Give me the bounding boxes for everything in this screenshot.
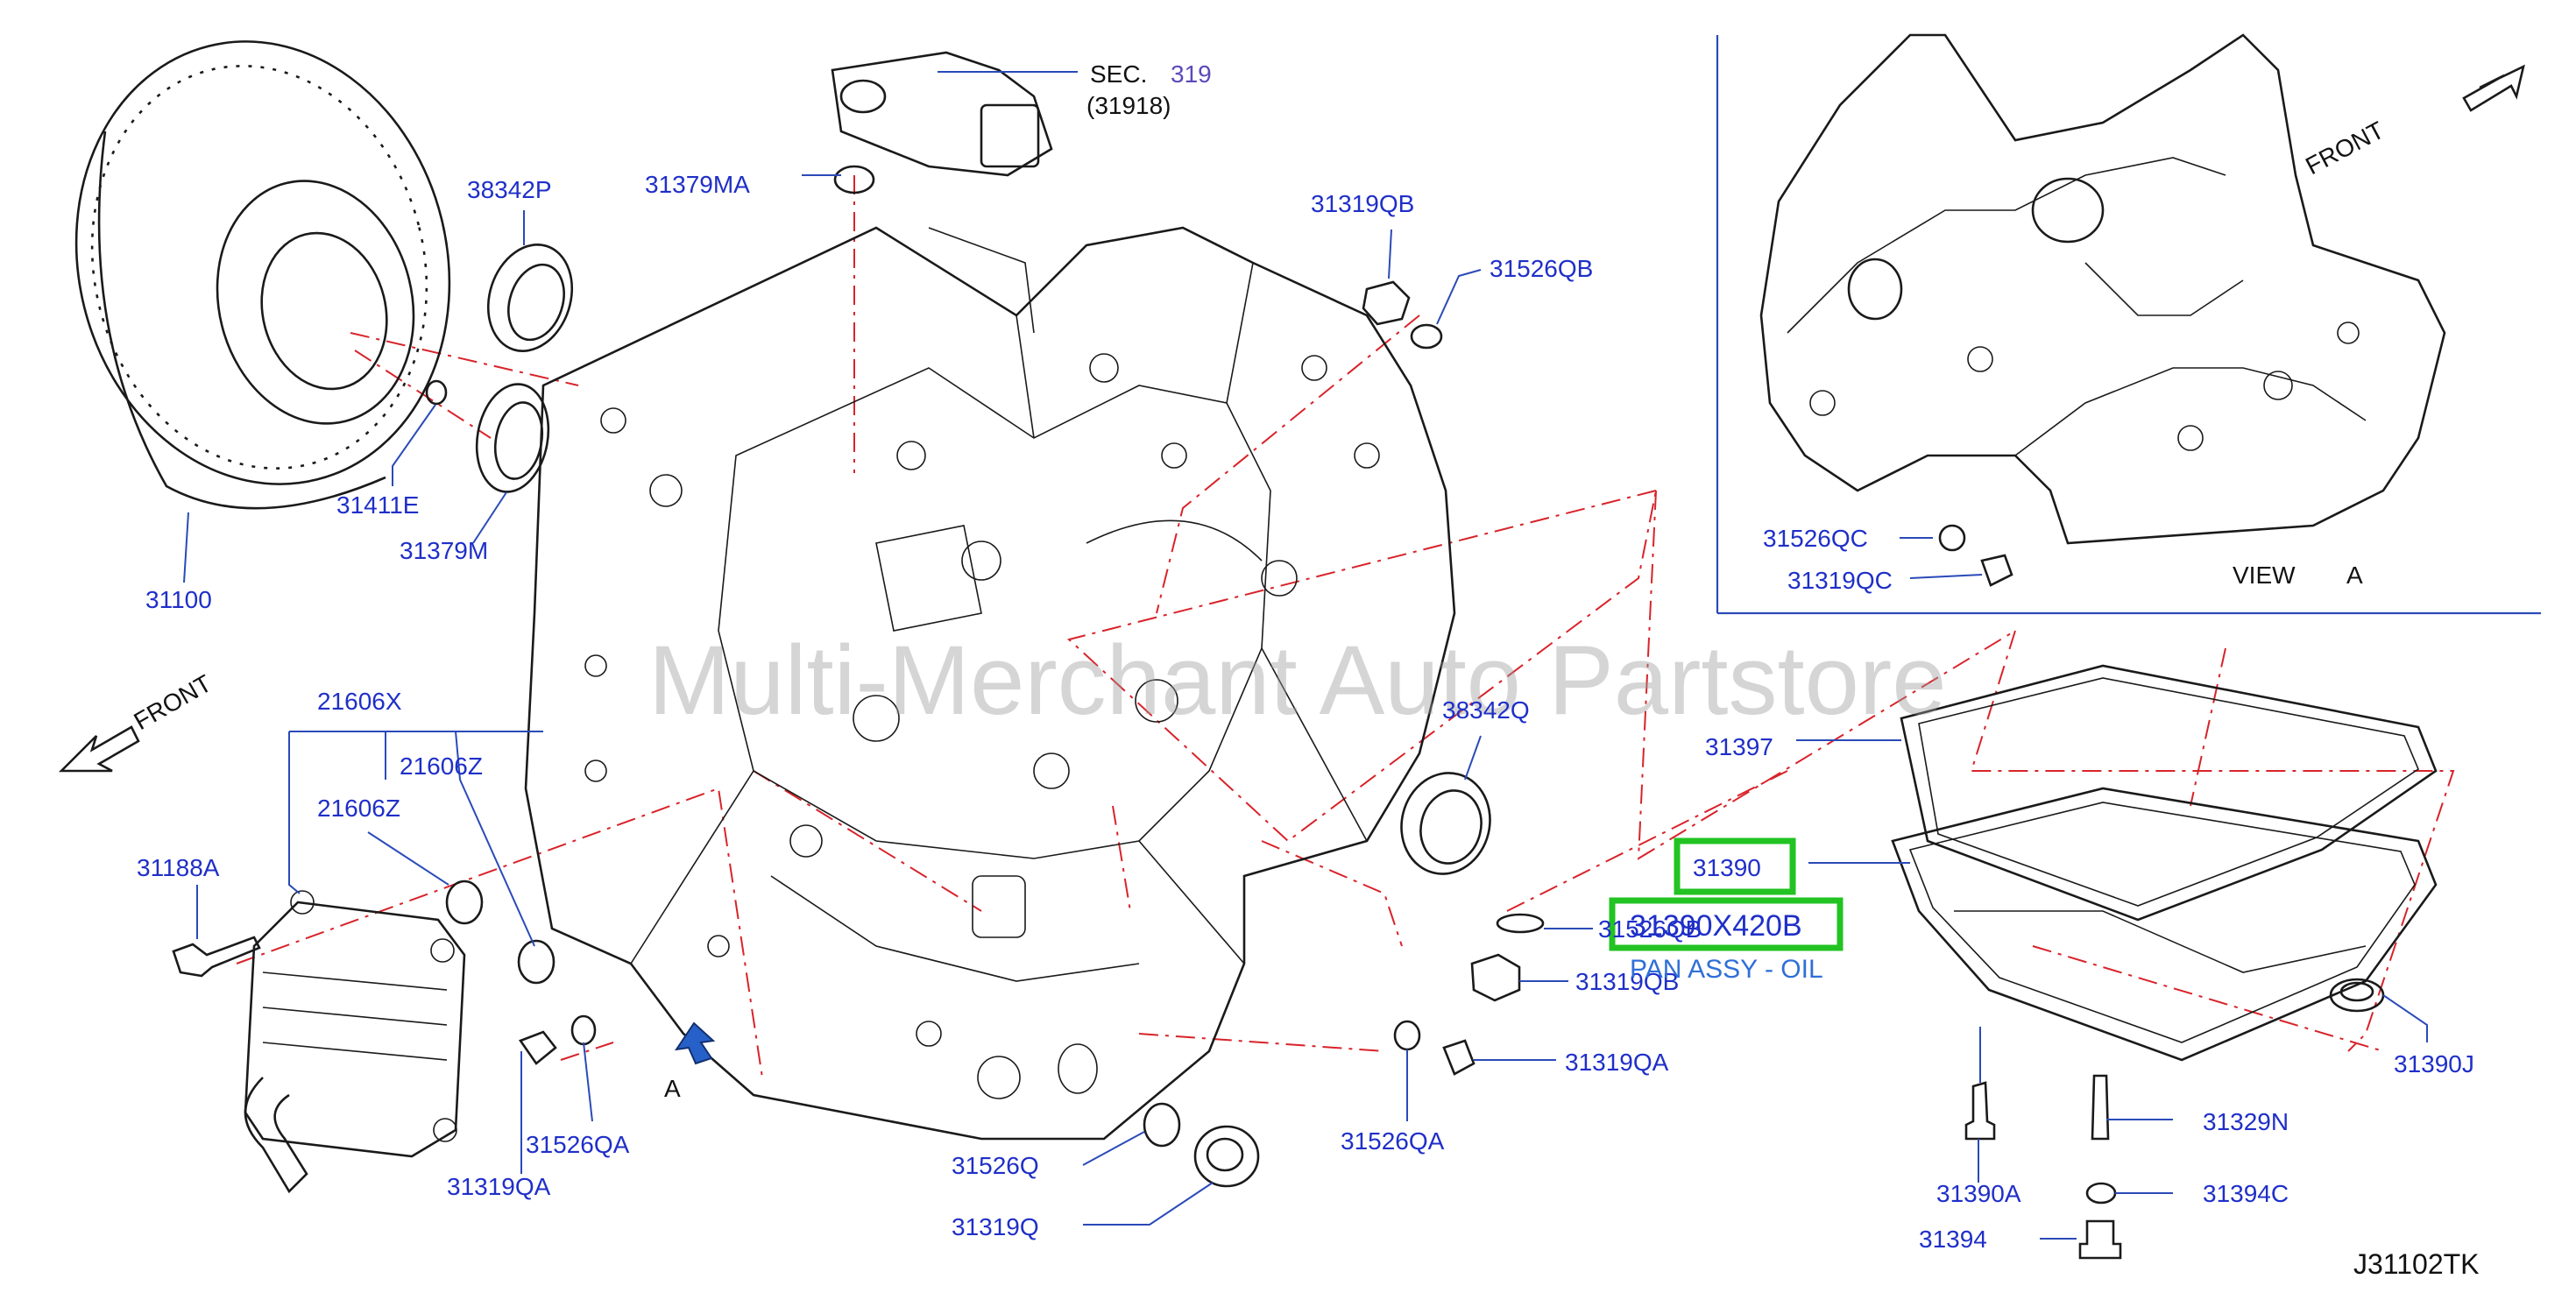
oring-21606z-b [517, 939, 556, 985]
callout-31526qc[interactable]: 31526QC [1763, 525, 1868, 552]
oil-pan-seal-38342q [1400, 772, 1491, 875]
callout-31526qa-right[interactable]: 31526QA [1341, 1127, 1445, 1155]
callout-38342q[interactable]: 38342Q [1442, 696, 1530, 724]
callout-31319q[interactable]: 31319Q [952, 1213, 1039, 1240]
view-label-word: VIEW [2233, 562, 2296, 589]
callout-31188a[interactable]: 31188A [137, 854, 220, 881]
view-a-inset-frame [1716, 35, 2541, 615]
transmission-case [524, 226, 1456, 1141]
callout-31397[interactable]: 31397 [1705, 733, 1773, 760]
highlight-box-31390 [1674, 837, 1796, 895]
front-arrow-left-icon [58, 725, 140, 773]
front-arrow-view-icon [2462, 64, 2525, 112]
oring-31526qc [1938, 524, 1966, 552]
leader-lines [183, 71, 2428, 1240]
section-ref-sub: (31918) [1086, 92, 1171, 119]
assembly-dash-lines [236, 175, 2455, 1078]
callout-31394[interactable]: 31394 [1919, 1226, 1987, 1253]
view-label-letter: A [2346, 562, 2363, 589]
callout-31526qb-mid[interactable]: 31526QB [1598, 915, 1702, 943]
front-label-view: FRONT [2301, 117, 2388, 180]
callout-31390a[interactable]: 31390A [1936, 1180, 2021, 1207]
highlight-box-31390x420b [1609, 897, 1844, 951]
callout-31319qa-left[interactable]: 31319QA [447, 1173, 551, 1200]
callout-31319qc[interactable]: 31319QC [1787, 567, 1893, 594]
callout-21606z-b[interactable]: 21606Z [317, 795, 400, 822]
callout-31329n[interactable]: 31329N [2203, 1108, 2289, 1135]
oring-31411e [425, 379, 448, 406]
callout-31100[interactable]: 31100 [145, 586, 212, 613]
oil-pan-gasket-31397 [1900, 664, 2438, 922]
seal-38342p [486, 244, 574, 352]
plug-31319qa-left [518, 1030, 557, 1065]
callout-31526q[interactable]: 31526Q [952, 1152, 1039, 1179]
callout-31411e[interactable]: 31411E [336, 491, 419, 519]
plug-31319qb-top [1362, 280, 1411, 326]
oring-31526qb-top [1410, 323, 1443, 350]
front-label-left: FRONT [130, 669, 216, 735]
drain-plug-31394 [2078, 1219, 2122, 1260]
section-ref-prefix: SEC. [1090, 60, 1147, 88]
callout-31319qb-top[interactable]: 31319QB [1311, 190, 1414, 217]
oring-31526qa-left [570, 1014, 597, 1046]
callout-31319qb-mid[interactable]: 31319QB [1575, 968, 1679, 995]
callout-21606x[interactable]: 21606X [317, 688, 402, 715]
section-ref-link[interactable]: 319 [1171, 60, 1212, 88]
callout-21606z-a[interactable]: 21606Z [400, 752, 483, 780]
washer-31394c [2085, 1182, 2117, 1205]
callout-31526qa-left[interactable]: 31526QA [526, 1131, 630, 1158]
view-a-arrow-label: A [664, 1075, 681, 1102]
stud-31329n [2091, 1074, 2110, 1141]
callout-31526qb-top[interactable]: 31526QB [1490, 255, 1593, 282]
seal-31379ma [833, 165, 875, 194]
highlight-part-number[interactable]: 31390X420B [1630, 909, 1802, 943]
callout-31379m[interactable]: 31379M [400, 537, 488, 564]
diagram-code: J31102TK [2353, 1248, 2480, 1280]
plug-31319q [1193, 1125, 1260, 1188]
callout-31390j[interactable]: 31390J [2394, 1050, 2474, 1077]
plug-31319qa-right [1442, 1039, 1476, 1076]
watermark-text: Multi-Merchant Auto Partstore [648, 625, 1946, 735]
callout-31379ma[interactable]: 31379MA [645, 171, 750, 198]
callout-31319qa-right[interactable]: 31319QA [1565, 1049, 1669, 1076]
callout-38342p[interactable]: 38342P [467, 176, 552, 203]
bolt-31390a [1964, 1081, 1996, 1141]
oil-cooler [244, 890, 466, 1194]
bolt-31188a [172, 936, 261, 978]
oil-pan-31390 [1891, 787, 2438, 1062]
range-switch-sensor [831, 51, 1053, 177]
oring-31526qb-mid [1496, 913, 1545, 934]
callout-31390[interactable]: 31390 [1693, 854, 1761, 881]
highlight-description: PAN ASSY - OIL [1630, 955, 1823, 984]
oring-31526q [1143, 1102, 1181, 1148]
plug-31319qb-mid [1470, 953, 1521, 1002]
plug-31319qc [1980, 554, 2013, 587]
view-a-arrow-icon [674, 1021, 716, 1065]
view-a-case [1759, 33, 2446, 545]
oring-21606z-a [445, 880, 484, 925]
callout-31394c[interactable]: 31394C [2203, 1180, 2289, 1207]
torque-converter [74, 40, 451, 510]
oring-31526qa-right [1393, 1020, 1421, 1051]
